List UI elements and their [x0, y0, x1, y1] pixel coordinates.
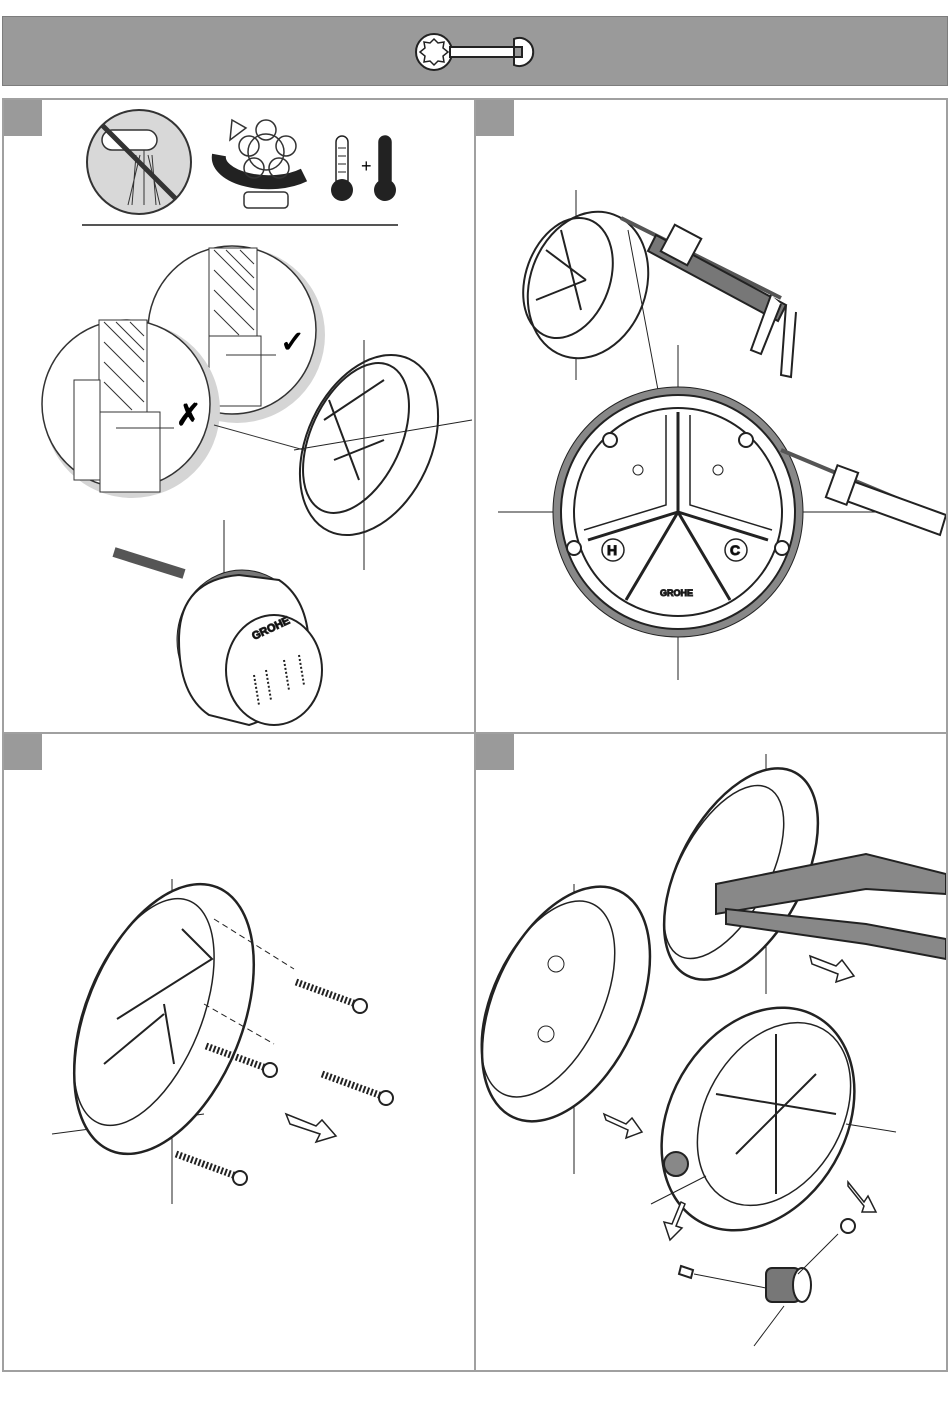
thermometer-hot-icon — [374, 136, 396, 201]
no-spray-icon — [87, 110, 191, 214]
hot-label: H — [607, 542, 617, 558]
panel-step-4 — [474, 732, 948, 1372]
left-cover — [476, 860, 684, 1174]
wrench-icon — [410, 27, 542, 77]
sealant-nozzle — [781, 450, 946, 535]
panel-step-1: + ✓ ✗ — [2, 98, 476, 734]
small-parts — [679, 1219, 855, 1346]
step-3-illustration — [4, 734, 476, 1372]
arrow-right-icon-upper — [810, 956, 854, 982]
step-1-illustration: + ✓ ✗ — [4, 100, 476, 734]
arrow-right-icon-lower — [604, 1114, 642, 1138]
step-2-illustration: H C GROHE — [476, 100, 948, 734]
arrow-down-left-icon — [664, 1202, 685, 1240]
ok-mark: ✓ — [280, 326, 305, 359]
arrow-down-right-icon — [848, 1182, 876, 1212]
sealant-gun — [621, 218, 796, 377]
small-cover — [507, 190, 668, 380]
panel-step-2: H C GROHE — [474, 98, 948, 734]
plus-sign: + — [361, 156, 372, 176]
bad-mark: ✗ — [176, 399, 201, 432]
header-bar — [2, 16, 948, 86]
panel-step-3 — [2, 732, 476, 1372]
thermometer-cold-icon — [331, 136, 353, 201]
large-cover: H C GROHE — [498, 345, 926, 680]
rotate-valve-icon — [219, 120, 304, 208]
step-4-illustration — [476, 734, 948, 1372]
cover-brand: GROHE — [660, 588, 693, 598]
arrow-right-icon — [286, 1114, 336, 1142]
valve-module: GROHE — [114, 520, 322, 725]
cold-label: C — [730, 542, 740, 558]
